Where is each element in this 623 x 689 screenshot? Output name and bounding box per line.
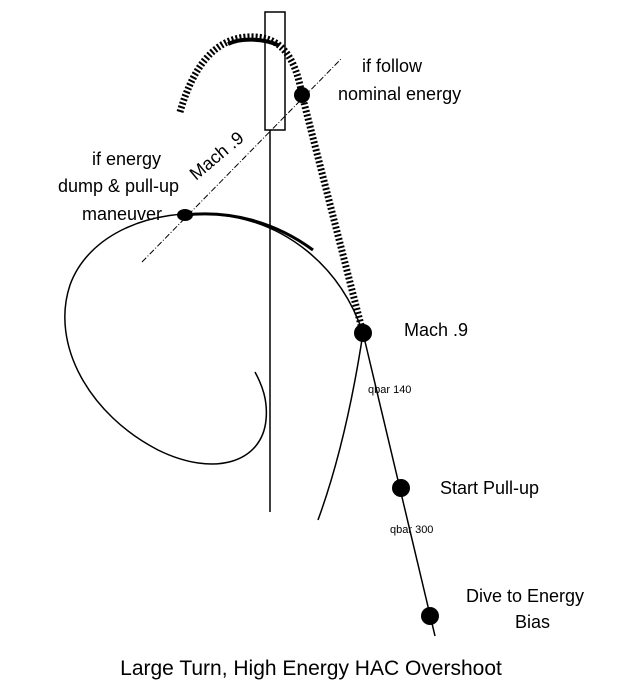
runway: [264, 11, 286, 512]
diagram-caption: Large Turn, High Energy HAC Overshoot: [120, 657, 502, 680]
dive-label-2: Bias: [515, 612, 550, 632]
qbar-300-label: qbar 300: [390, 524, 433, 536]
runway-box: [264, 11, 286, 131]
dive-point: [421, 607, 439, 625]
start-pullup-point: [392, 479, 410, 497]
branch-curve: [317, 332, 364, 521]
energy-dump-label-1: if energy: [92, 149, 161, 169]
qbar-140-label: qbar 140: [368, 384, 411, 396]
loop-heavy-segment: [184, 212, 314, 252]
mach-line: [141, 57, 343, 263]
start-pullup-label: Start Pull-up: [440, 478, 539, 498]
follow-nominal-label-1: if follow: [362, 56, 423, 76]
large-turn-loop: [64, 212, 364, 465]
mach-point: [354, 324, 372, 342]
nominal-energy-arc: [176, 33, 306, 113]
follow-nominal-label-2: nominal energy: [338, 84, 461, 104]
energy-dump-point: [177, 209, 193, 221]
follow-nominal-point: [294, 87, 310, 103]
energy-dump-label-3: maneuver: [82, 204, 162, 224]
mach-point-label: Mach .9: [404, 320, 468, 340]
nominal-energy-path: [298, 94, 367, 334]
nominal-energy-arc-top: [227, 37, 279, 47]
mach-diag-label: Mach .9: [186, 128, 248, 184]
dive-label-1: Dive to Energy: [466, 586, 584, 606]
energy-dump-label-2: dump & pull-up: [58, 176, 179, 196]
